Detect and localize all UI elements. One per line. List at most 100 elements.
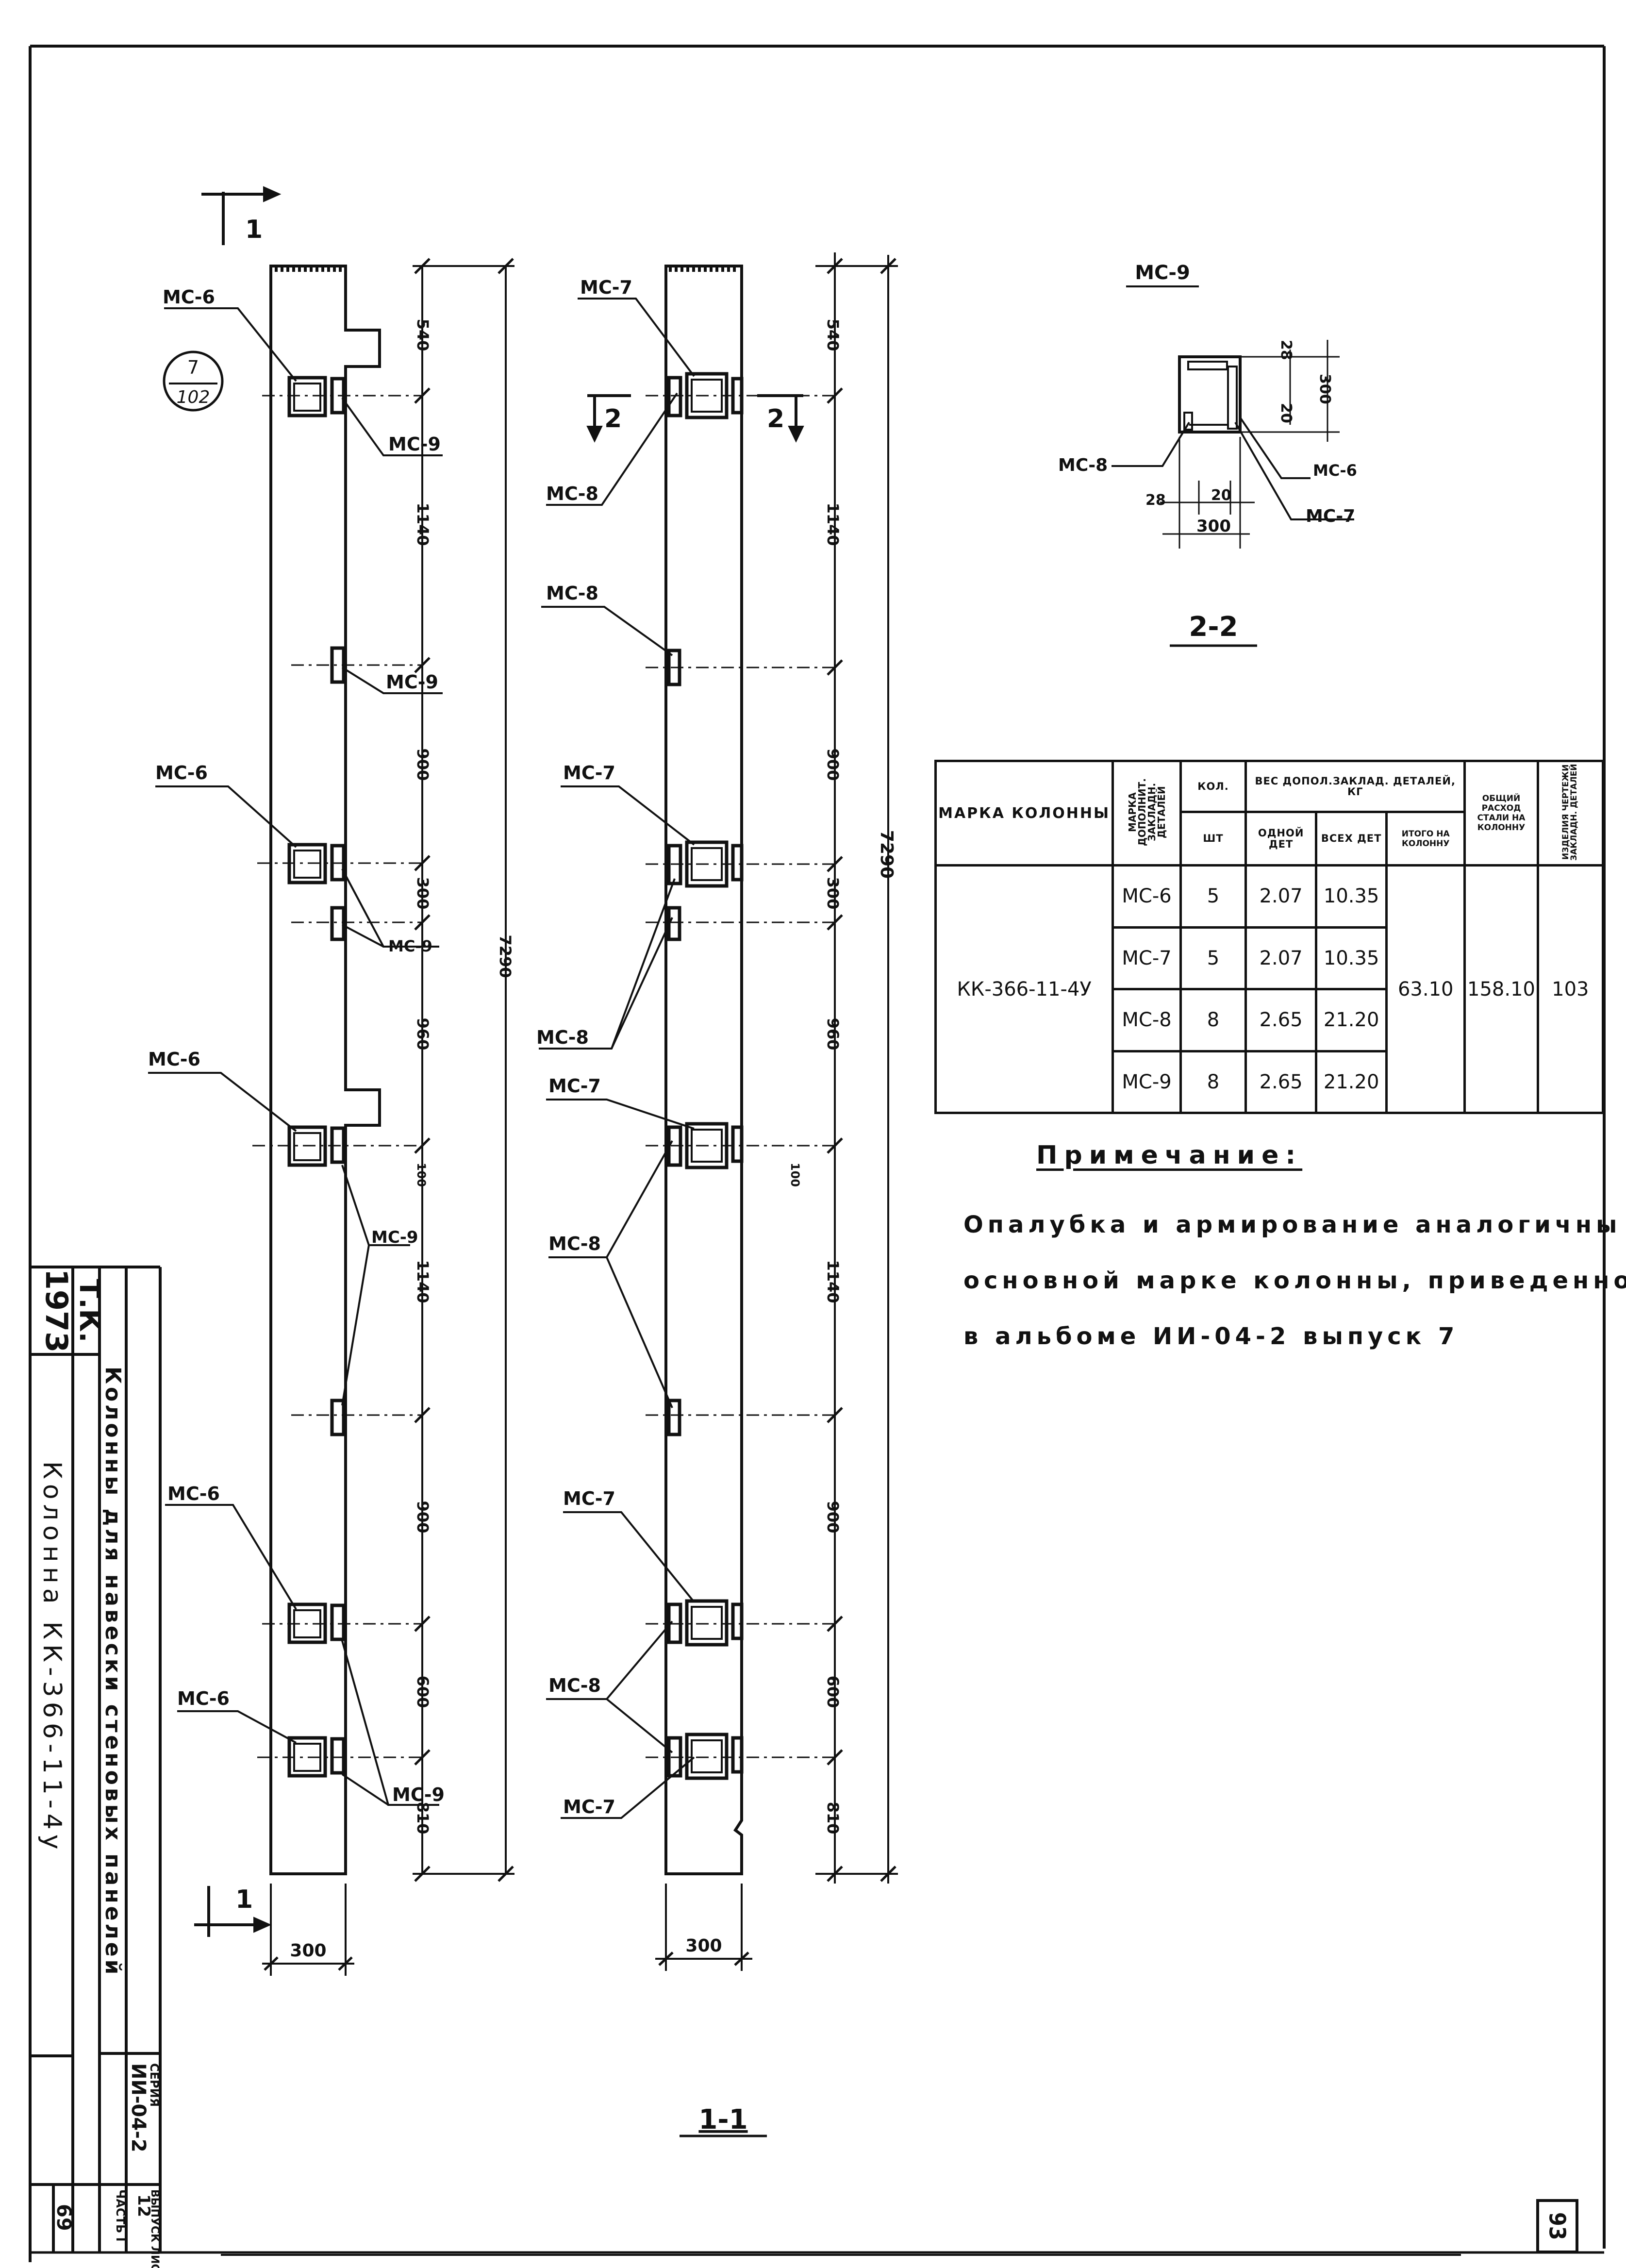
hdr-all: ВСЕХ ДЕТ (1315, 811, 1388, 867)
cell-row-2-mark: МС-8 (1112, 988, 1182, 1052)
s22-dim-4: 20 (1211, 487, 1231, 504)
left-dim-7: 900 (414, 1501, 432, 1534)
right-dim-2: 900 (824, 749, 842, 781)
s22-dim-0: 28 (1278, 340, 1294, 360)
hdr-weight: ВЕС ДОПОЛ.ЗАКЛАД. ДЕТАЛЕЙ, КГ (1244, 760, 1466, 813)
left-dim-6: 1140 (414, 1260, 432, 1303)
cell-row-0-all: 10.35 (1315, 864, 1388, 929)
right-dim-9: 810 (824, 1802, 842, 1834)
title-block-text: 1973 Т.К. Колонны для навески стеновых п… (37, 1269, 161, 2268)
cell-row-0-mark: МС-6 (1112, 864, 1182, 929)
tb-sheet: 69 (52, 2204, 75, 2231)
right-dim-1: 1140 (824, 502, 842, 546)
s22-label-1: МС-6 (1313, 461, 1357, 480)
note-line-3: в альбоме ИИ-04-2 выпуск 7 (963, 1323, 1459, 1350)
cell-row-3-mark: МС-9 (1112, 1050, 1182, 1114)
left-label-8: МС-6 (177, 1688, 230, 1709)
right-dimension-texts: 540 1140 900 300 960 100 1140 900 600 81… (788, 319, 896, 1834)
hdr-qty: КОЛ. (1179, 760, 1247, 813)
right-label-1: МС-8 (546, 483, 598, 504)
left-label-1: МС-9 (388, 434, 441, 455)
s22-label-2: МС-7 (1306, 506, 1355, 526)
right-dim-0: 540 (824, 319, 842, 351)
page-number: 93 (1544, 2212, 1571, 2240)
cell-row-1-qty: 5 (1179, 926, 1247, 990)
right-dim-6: 1140 (824, 1260, 842, 1303)
left-dim-total: 7290 (496, 934, 514, 978)
title-block-frame (30, 1266, 162, 2252)
cell-row-3-all: 21.20 (1315, 1050, 1388, 1114)
left-dim-3: 300 (414, 877, 432, 910)
left-label-2: МС-9 (386, 671, 438, 693)
cut-mark-right-num: 2 (767, 404, 784, 434)
section-22-drawing (1112, 340, 1354, 549)
s22-dim-5: 300 (1196, 517, 1231, 536)
note-line-2: основной марке колонны, приведенной (963, 1267, 1626, 1294)
page-number-box: 93 (1536, 2199, 1578, 2253)
left-width-dim (262, 1884, 354, 1976)
cell-row-3-qty: 8 (1179, 1050, 1247, 1114)
right-label-7: МС-7 (563, 1488, 615, 1509)
left-dim-4: 960 (414, 1018, 432, 1051)
left-dimension-chain (413, 258, 514, 1882)
right-column (646, 265, 835, 1875)
right-label-8: МС-8 (548, 1675, 601, 1696)
hdr-extra-mark: МАРКА ДОПОЛНИТ. ЗАКЛАДН. ДЕТАЛЕЙ (1112, 760, 1182, 867)
left-dim-0: 540 (414, 319, 432, 351)
right-label-0: МС-7 (580, 277, 632, 298)
hdr-drawing: ИЗДЕЛИЯ ЧЕРТЕЖИ ЗАКЛАДН. ДЕТАЛЕЙ (1536, 760, 1605, 867)
section-22-labels: МС-8 МС-6 МС-7 (1058, 455, 1357, 526)
left-dim-2: 900 (414, 749, 432, 781)
cut-mark-left-num: 2 (604, 404, 622, 434)
left-label-3: МС-6 (155, 762, 208, 784)
right-labels: МС-7 МС-8 МС-8 МС-7 МС-8 МС-7 МС-8 МС-7 … (536, 277, 632, 1818)
note-title: Примечание: (1036, 1141, 1303, 1170)
right-leaders (539, 298, 695, 1819)
cell-total-column: 63.10 (1385, 864, 1466, 1114)
left-dim-1: 1140 (414, 502, 432, 546)
right-dim-total: 7290 (877, 830, 896, 879)
cell-row-1-mark: МС-7 (1112, 926, 1182, 990)
hdr-one: ОДНОЙ ДЕТ (1244, 811, 1318, 867)
cell-row-1-all: 10.35 (1315, 926, 1388, 990)
left-label-7: МС-6 (167, 1483, 220, 1504)
detail-reference-circle (163, 350, 224, 412)
left-label-9: МС-9 (392, 1784, 445, 1805)
section-22-header: МС-9 (1135, 262, 1190, 284)
s22-label-0: МС-8 (1058, 455, 1108, 475)
left-leaders (148, 307, 443, 1806)
hdr-steel: ОБЩИЙ РАСХОД СТАЛИ НА КОЛОННУ (1463, 760, 1539, 867)
left-labels: МС-6 МС-9 МС-9 МС-6 МС-9 МС-6 МС-9 МС-6 … (148, 286, 445, 1805)
spec-table-wrap: МАРКА КОЛОННЫ МАРКА ДОПОЛНИТ. ЗАКЛАДН. Д… (934, 760, 1605, 1114)
section-mark-bottom-num: 1 (235, 1885, 253, 1914)
s22-dim-1: 300 (1316, 374, 1333, 404)
left-label-4: МС-9 (388, 937, 432, 955)
tb-org: Т.К. (73, 1279, 106, 1342)
s22-dim-2: 20 (1278, 403, 1294, 423)
right-width-text: 300 (685, 1936, 722, 1956)
section-22-cut-marks (586, 394, 804, 443)
section-22-dim-texts: 28 300 20 28 20 300 (1145, 340, 1333, 536)
tb-series: ИИ-04-2 (127, 2063, 149, 2152)
cell-column-mark: КК-366-11-4У (934, 864, 1114, 1114)
left-dim-9: 810 (414, 1802, 432, 1834)
hdr-mark: МАРКА КОЛОННЫ (934, 760, 1114, 867)
left-dimension-texts: 540 1140 900 300 960 100 1140 900 600 81… (414, 319, 514, 1834)
left-column (252, 265, 422, 1875)
right-label-3: МС-7 (563, 762, 615, 784)
left-label-0: МС-6 (163, 286, 215, 308)
right-width-dim (655, 1884, 752, 1971)
right-dim-4: 960 (824, 1018, 842, 1051)
section-mark-top (201, 186, 282, 245)
right-dim-5: 100 (788, 1163, 802, 1187)
cell-row-0-qty: 5 (1179, 864, 1247, 929)
tb-series-label: СЕРИЯ (148, 2063, 161, 2107)
right-dim-7: 900 (824, 1501, 842, 1534)
right-label-6: МС-8 (548, 1233, 601, 1254)
left-width-text: 300 (290, 1941, 326, 1961)
cell-row-1-one: 2.07 (1244, 926, 1318, 990)
section-mark-top-num: 1 (245, 215, 263, 244)
cell-row-2-one: 2.65 (1244, 988, 1318, 1052)
tb-issue-label: ВЫПУСК ЛИСТ (149, 2189, 161, 2268)
